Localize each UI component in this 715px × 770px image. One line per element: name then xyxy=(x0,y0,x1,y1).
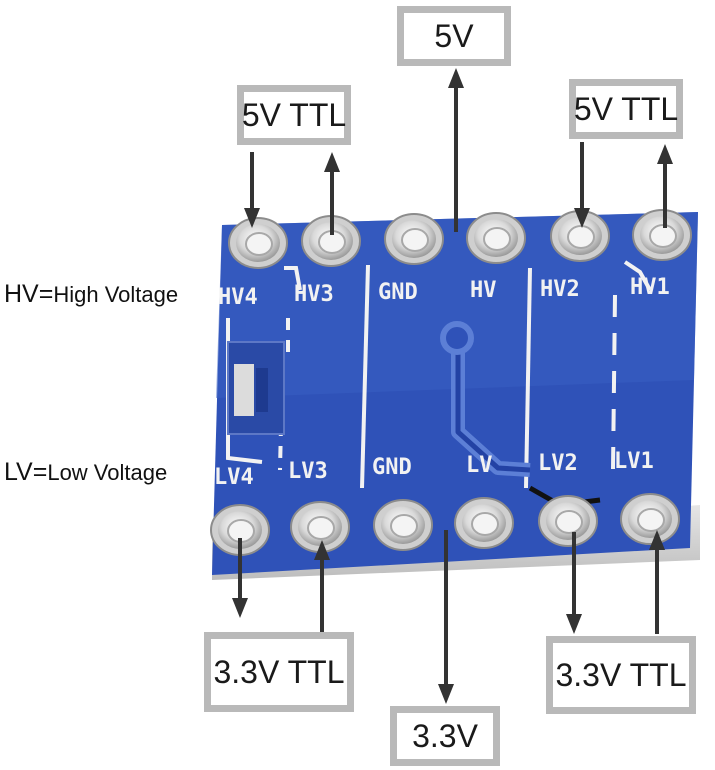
smd-chip xyxy=(227,341,285,435)
arrow xyxy=(566,532,582,634)
hv-pin-label: HV4 xyxy=(218,285,258,310)
lv-legend-prefix: LV= xyxy=(4,458,48,486)
label-5v-ttl-left: 5V TTL xyxy=(237,85,351,145)
lv-pin-label: LV xyxy=(466,453,493,478)
hv-pin-pad xyxy=(228,217,288,269)
lv-legend-text: Low Voltage xyxy=(47,460,168,485)
hv-pin-label: HV xyxy=(470,278,497,303)
lv-pin-pad xyxy=(210,504,270,556)
lv-pin-pad xyxy=(620,493,680,545)
hv-pin-labels: HV4 HV3 GND HV HV2 HV1 xyxy=(218,275,670,310)
arrow xyxy=(324,152,340,235)
hv-pin-label: HV2 xyxy=(540,277,580,302)
lv-pin-label: LV1 xyxy=(614,449,654,474)
arrow xyxy=(657,144,673,228)
hv-legend-prefix: HV= xyxy=(4,280,54,308)
arrow xyxy=(448,68,464,232)
hv-pin-pad xyxy=(301,215,361,267)
arrow xyxy=(232,538,248,618)
lv-pin-pad xyxy=(454,497,514,549)
hv-pin-pad xyxy=(632,209,692,261)
lv-pin-label: LV4 xyxy=(214,465,254,490)
label-3-3v-ttl-left: 3.3V TTL xyxy=(204,632,354,712)
pcb-trace xyxy=(440,321,601,508)
label-5v-ttl-right: 5V TTL xyxy=(569,79,683,139)
lv-pin-label: GND xyxy=(372,455,412,480)
lv-pin-pad xyxy=(290,501,350,553)
label-3-3v: 3.3V xyxy=(390,706,500,766)
arrows xyxy=(232,68,673,704)
label-3-3v-ttl-right: 3.3V TTL xyxy=(546,636,696,714)
lv-pin-pad xyxy=(538,495,598,547)
arrow xyxy=(574,142,590,228)
lv-pin-labels: LV4 LV3 GND LV LV2 LV1 xyxy=(214,449,654,490)
lv-pin-label: LV3 xyxy=(288,459,328,484)
arrow xyxy=(244,152,260,228)
hv-pin-label: GND xyxy=(378,280,418,305)
hv-pin-pad xyxy=(550,210,610,262)
arrow xyxy=(438,530,454,704)
label-5v: 5V xyxy=(397,6,511,66)
lv-legend: LV=Low Voltage xyxy=(4,458,167,487)
hv-pin-row xyxy=(228,209,692,269)
hv-pin-label: HV3 xyxy=(294,282,334,307)
lv-pin-label: LV2 xyxy=(538,451,578,476)
hv-pin-label: HV1 xyxy=(630,275,670,300)
lv-pin-row xyxy=(210,493,680,556)
hv-pin-pad xyxy=(384,213,444,265)
hv-pin-pad xyxy=(466,212,526,264)
arrow xyxy=(314,540,330,634)
lv-pin-pad xyxy=(373,499,433,551)
arrow xyxy=(649,530,665,634)
hv-legend-text: High Voltage xyxy=(53,282,179,307)
hv-legend: HV=High Voltage xyxy=(4,280,178,309)
